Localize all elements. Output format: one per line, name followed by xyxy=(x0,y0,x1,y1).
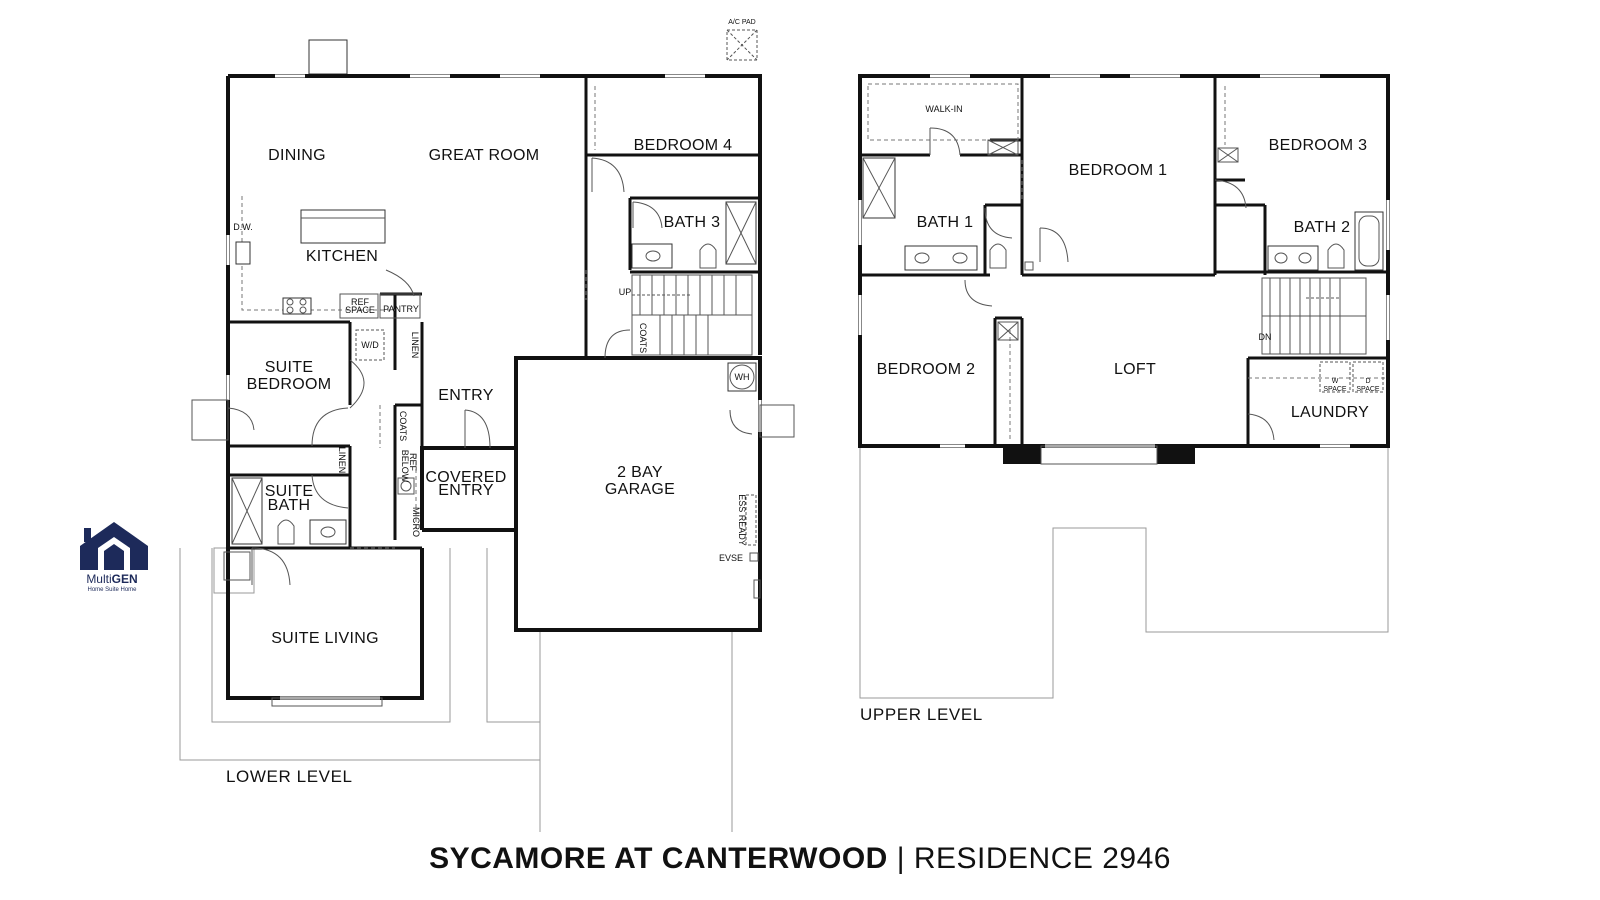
bath3-vanity xyxy=(631,243,673,269)
suite-vanity xyxy=(309,519,347,545)
evse-label: EVSE xyxy=(719,553,743,563)
lower-dashed-elements xyxy=(241,86,596,549)
suite-bedroom-label-2: BEDROOM xyxy=(247,376,332,393)
upper-doors xyxy=(929,127,1275,441)
great-room-label: GREAT ROOM xyxy=(429,147,540,164)
chimney xyxy=(308,39,348,75)
d-space-label-2: SPACE xyxy=(1356,386,1380,393)
bedroom3-label: BEDROOM 3 xyxy=(1269,137,1368,154)
up-label: UP xyxy=(619,287,632,297)
lower-stairs xyxy=(631,274,753,356)
dw-label: D.W. xyxy=(233,222,253,232)
suite-living-label: SUITE LIVING xyxy=(271,630,379,647)
coats-label-a: COATS xyxy=(638,323,648,353)
wd-label: W/D xyxy=(361,340,379,350)
suite-bath-label-1: SUITE xyxy=(265,483,314,500)
lower-doors xyxy=(191,157,795,586)
ref-below-label-1: REF xyxy=(408,453,418,472)
upper-dashed-elements xyxy=(867,83,1385,440)
suite-bath-label-2: BATH xyxy=(268,497,311,514)
w-space-label-2: SPACE xyxy=(1323,386,1347,393)
lower-site-outline xyxy=(179,547,733,832)
kitchen-sink xyxy=(235,241,251,265)
kitchen-island xyxy=(300,209,386,244)
garage-label-1: 2 BAY xyxy=(617,464,663,481)
upper-stairs xyxy=(1261,277,1367,355)
logo-wordmark: MultiGEN xyxy=(86,572,138,586)
logo-tagline: Home Suite Home xyxy=(87,587,137,593)
laundry-label: LAUNDRY xyxy=(1291,404,1369,421)
water-heater xyxy=(727,362,757,392)
cooktop xyxy=(282,297,312,315)
coats-label-b: COATS xyxy=(398,411,408,441)
dining-label: DINING xyxy=(268,147,326,164)
ref-space-label-2: SPACE xyxy=(345,305,375,315)
lower-level-plan: A/C PAD xyxy=(179,19,795,832)
upper-level-label: UPPER LEVEL xyxy=(860,705,983,724)
linen-label-a: LINEN xyxy=(410,332,420,359)
linen-label-b: LINEN xyxy=(337,447,347,474)
walk-in-label: WALK-IN xyxy=(925,104,962,114)
upper-level-plan: WALK-IN BEDROOM 1 BEDROOM 3 BATH 1 BATH … xyxy=(858,74,1390,724)
upper-labels: WALK-IN BEDROOM 1 BEDROOM 3 BATH 1 BATH … xyxy=(877,104,1380,421)
lower-level-label: LOWER LEVEL xyxy=(226,767,353,786)
bath1-vanity xyxy=(904,245,978,271)
upper-roof-outline xyxy=(859,446,1389,699)
ac-pad-label: A/C PAD xyxy=(728,19,756,26)
community-name: SYCAMORE AT CANTERWOOD xyxy=(429,842,888,875)
wh-label: WH xyxy=(735,372,750,382)
bath3-label: BATH 3 xyxy=(664,214,721,231)
ref-space-label-1: REF xyxy=(351,297,370,307)
residence-name: RESIDENCE 2946 xyxy=(913,842,1171,875)
kitchen-label: KITCHEN xyxy=(306,248,378,265)
w-space-label-1: W xyxy=(1332,378,1339,385)
bedroom1-label: BEDROOM 1 xyxy=(1069,162,1168,179)
d-space-label-1: D xyxy=(1365,378,1370,385)
micro-label: MICRO xyxy=(411,507,421,537)
house-logo-icon xyxy=(80,522,148,570)
garage-label-2: GARAGE xyxy=(605,481,675,498)
upper-bath-fixtures xyxy=(862,139,1384,393)
loft-label: LOFT xyxy=(1114,361,1156,378)
lower-bath-fixtures xyxy=(231,201,761,599)
bedroom4-label: BEDROOM 4 xyxy=(634,137,733,154)
ac-pad: A/C PAD xyxy=(726,19,758,61)
covered-entry-label-1: COVERED xyxy=(425,469,506,486)
suite-bedroom-label-1: SUITE xyxy=(265,359,314,376)
pantry-label: PANTRY xyxy=(383,304,419,314)
plan-title: SYCAMORE AT CANTERWOOD | RESIDENCE 2946 xyxy=(0,842,1600,876)
ess-ready-label: ESS READY xyxy=(737,494,747,546)
bath2-vanity xyxy=(1267,245,1319,271)
lower-labels: DINING GREAT ROOM KITCHEN BEDROOM 4 BATH… xyxy=(233,137,749,647)
upper-windows xyxy=(858,74,1390,465)
covered-entry-label-2: ENTRY xyxy=(438,482,493,499)
bedroom2-label: BEDROOM 2 xyxy=(877,361,976,378)
title-separator: | xyxy=(896,842,905,875)
ref-below-label-2: BELOW xyxy=(400,450,410,483)
kitchen-fixtures xyxy=(235,209,421,319)
dn-label: DN xyxy=(1259,332,1272,342)
bath1-label: BATH 1 xyxy=(917,214,974,231)
bath2-label: BATH 2 xyxy=(1294,219,1351,236)
entry-label: ENTRY xyxy=(438,387,493,404)
